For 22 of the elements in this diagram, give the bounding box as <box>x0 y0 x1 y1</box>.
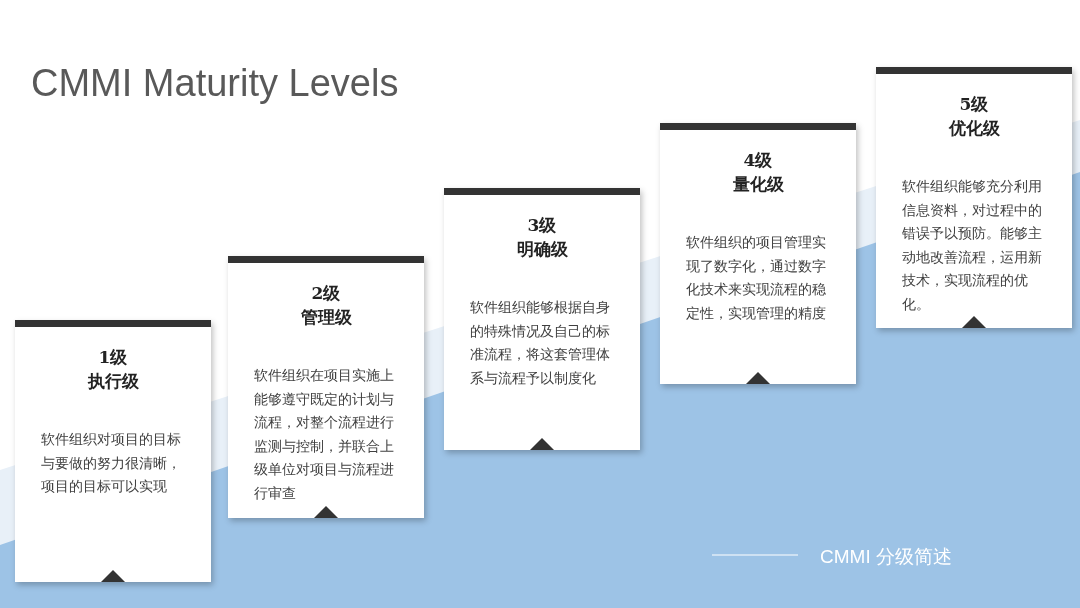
level-number: 2级 <box>310 282 342 305</box>
level-description: 软件组织能够根据自身的特殊情况及自己的标准流程，将这套管理体系与流程予以制度化 <box>470 298 611 388</box>
level-number: 4级 <box>742 149 774 172</box>
level-number: 5级 <box>958 93 990 116</box>
level-description: 软件组织的项目管理实现了数字化，通过数字化技术来实现流程的稳定性，实现管理的精度 <box>686 233 827 323</box>
level-name: 明确级 <box>515 238 569 261</box>
level-name: 量化级 <box>731 173 785 196</box>
level-description: 软件组织在项目实施上能够遵守既定的计划与流程，对整个流程进行监测与控制，并联合上级单位对项目与流程进行审查 <box>254 366 395 503</box>
slide-title: CMMI Maturity Levels <box>31 62 399 105</box>
level-card <box>15 320 211 582</box>
level-name: 优化级 <box>947 117 1001 140</box>
level-card <box>228 256 424 518</box>
level-name: 管理级 <box>299 306 353 329</box>
level-description: 软件组织能够充分利用信息资料，对过程中的错误予以预防。能够主动地改善流程，运用新技术，实现流程的优化。 <box>902 177 1043 314</box>
level-card <box>444 188 640 450</box>
footer-caption: CMMI 分级简述 <box>820 545 952 569</box>
level-number: 3级 <box>526 214 558 237</box>
level-card <box>660 123 856 384</box>
level-description: 软件组织对项目的目标与要做的努力很清晰，项目的目标可以实现 <box>41 430 182 496</box>
level-number: 1级 <box>97 346 129 369</box>
level-name: 执行级 <box>86 370 140 393</box>
level-card <box>876 67 1072 328</box>
